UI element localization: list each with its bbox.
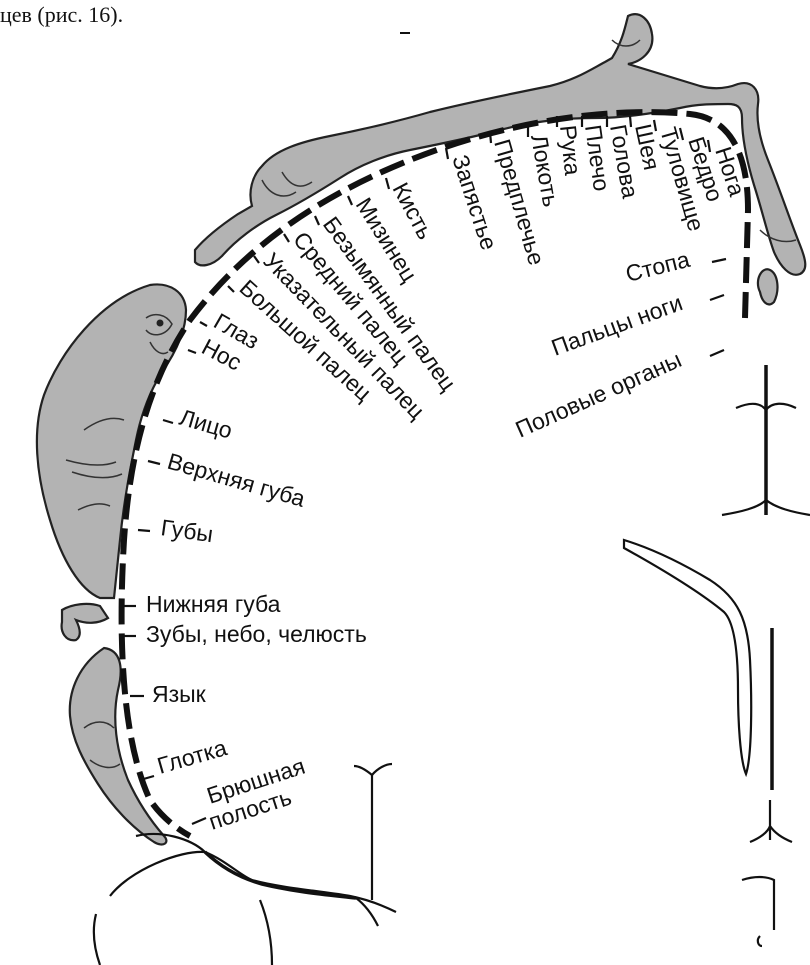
label-zapyastye: Запястье — [447, 152, 502, 254]
label-zuby: Зубы, небо, челюсть — [146, 621, 367, 647]
label-stopa: Стопа — [623, 246, 692, 287]
label-ruka: Рука — [555, 124, 586, 177]
brain-outline — [94, 365, 810, 965]
label-verkhnyaya-guba: Верхняя губа — [165, 448, 309, 512]
tongue-drawing — [70, 648, 167, 844]
lower-lip-drawing — [62, 604, 108, 640]
svg-text:Верхняя губа: Верхняя губа — [165, 448, 309, 512]
svg-text:Глотка: Глотка — [154, 734, 230, 779]
svg-text:Губы: Губы — [159, 514, 214, 547]
svg-text:Запястье: Запястье — [447, 152, 502, 254]
svg-text:Лицо: Лицо — [177, 404, 236, 444]
svg-text:Рука: Рука — [555, 124, 586, 177]
svg-text:Половые органы: Половые органы — [511, 346, 685, 442]
svg-text:Стопа: Стопа — [623, 246, 692, 287]
label-polovye-organy: Половые органы — [511, 346, 685, 442]
label-litso: Лицо — [177, 404, 236, 444]
label-glotka: Глотка — [154, 734, 230, 779]
label-guby: Губы — [159, 514, 214, 547]
label-nizhnyaya-guba: Нижняя губа — [146, 591, 281, 617]
face-drawing — [37, 284, 186, 598]
label-yazyk: Язык — [152, 681, 207, 707]
caption-text: цев (рис. 16). — [0, 2, 123, 27]
toes-drawing — [758, 269, 778, 304]
